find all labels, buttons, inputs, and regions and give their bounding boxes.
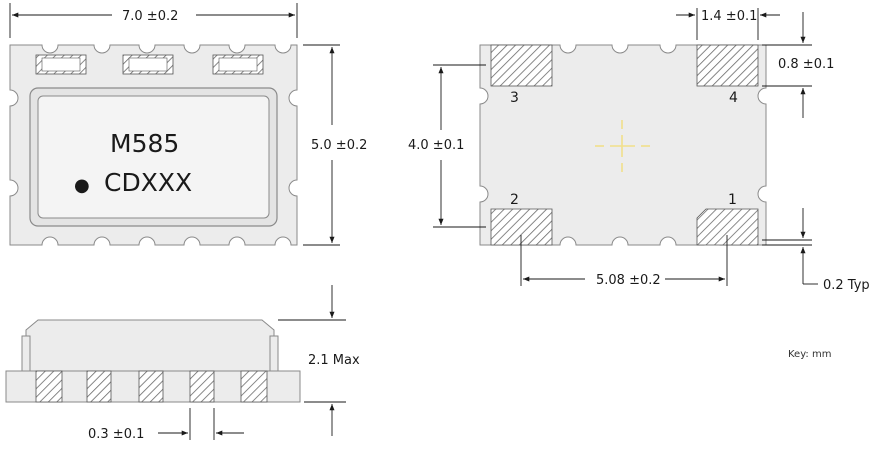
pad-gap-dim: 0.3 ±0.1	[88, 427, 144, 442]
pin-label-1: 1	[728, 192, 737, 208]
pad-pitch-horizontal-dim: 5.08 ±0.2	[596, 273, 661, 288]
pad-standoff-dim: 0.2 Typ	[823, 278, 870, 293]
pad-height-dim: 0.8 ±0.1	[778, 57, 834, 72]
top-height-dim: 5.0 ±0.2	[311, 138, 367, 153]
side-view-lid	[25, 319, 275, 372]
pin-label-2: 2	[510, 192, 519, 208]
side-height-dim: 2.1 Max	[308, 353, 360, 368]
pad-1	[696, 208, 759, 246]
pin1-dot: ●	[74, 175, 90, 196]
side-view: 2.1 Max 0.3 ±0.1	[5, 285, 360, 442]
units-key: Key: mm	[788, 349, 831, 360]
pad-view: 3 4 2 1 1.4 ±0.1 0.8 ±0.1 4.0 ±0.1	[408, 8, 870, 293]
pad-3	[490, 44, 553, 87]
center-mark	[595, 120, 650, 172]
marking-line1: M585	[110, 129, 179, 158]
pad-4	[696, 44, 759, 87]
top-view: M585 ● CDXXX 7.0 ±0.2 5.0 ±0.2	[9, 3, 367, 246]
top-width-dim: 7.0 ±0.2	[122, 9, 178, 24]
pad-pitch-vertical-dim: 4.0 ±0.1	[408, 138, 464, 153]
pad-2	[490, 208, 553, 246]
marking-line2: CDXXX	[104, 168, 192, 197]
pin-label-3: 3	[510, 90, 519, 106]
pad-width-dim: 1.4 ±0.1	[701, 9, 757, 24]
pin-label-4: 4	[729, 90, 738, 106]
